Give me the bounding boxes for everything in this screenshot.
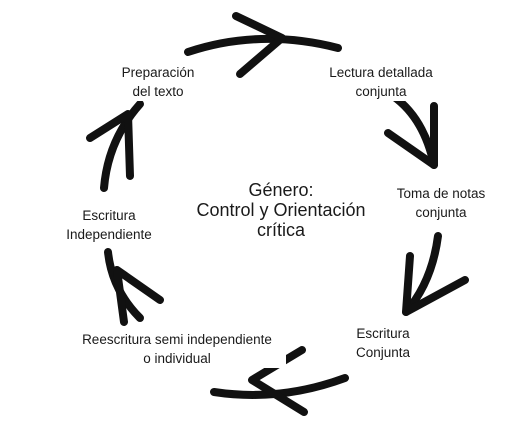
stage-label-line: del texto [132,84,184,99]
arrowhead-lower-right [402,252,469,316]
center-title: Género: Control y Orientación crítica [186,180,376,240]
stage-label-line: Independiente [66,227,152,242]
stage-label-line: conjunta [355,84,407,99]
stage-reescritura: Reescritura semi independiente o individ… [68,330,286,368]
center-title-line: Control y Orientación [196,200,366,220]
arrowhead-lower-left [113,266,164,326]
stage-label-line: Lectura detallada [329,65,433,80]
stage-label-line: Escritura [356,326,410,341]
center-title-line: crítica [256,220,305,240]
center-title-line: Género: [248,180,314,200]
arrowhead-top [232,12,286,78]
stage-label-line: Toma de notas [396,186,486,201]
stage-preparacion: Preparación del texto [112,63,204,101]
arrowhead-upper-right [384,102,438,169]
stage-label-line: Reescritura semi independiente [82,332,272,347]
stage-label-line: conjunta [415,205,467,220]
arc-top [184,34,342,56]
stage-escritura-independiente: Escritura Independiente [54,206,164,244]
arc-upper-left [100,100,144,192]
stage-toma-de-notas: Toma de notas conjunta [382,184,500,222]
stage-label-line: Conjunta [355,345,411,360]
stage-escritura-conjunta: Escritura Conjunta [338,324,428,362]
stage-label-line: Escritura [82,208,136,223]
stage-lectura-detallada: Lectura detallada conjunta [316,63,446,101]
stage-label-line: Preparación [121,65,195,80]
stage-label-line: o individual [143,351,211,366]
arrowhead-upper-left [86,110,134,180]
